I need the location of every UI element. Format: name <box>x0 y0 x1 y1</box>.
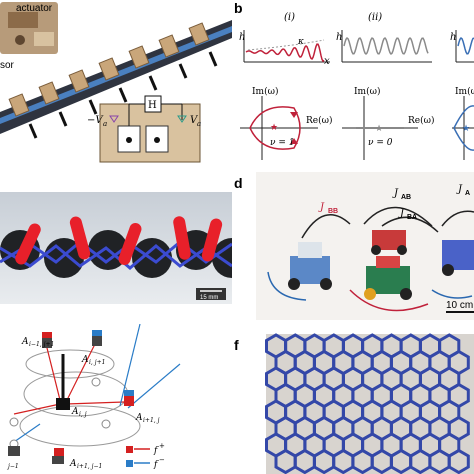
sensor-label: sor <box>0 60 15 71</box>
node-right-label: A <box>135 413 143 423</box>
legend-plus-label: f <box>153 446 159 456</box>
wave-iii <box>457 36 474 55</box>
j-a-sub: A <box>465 190 470 197</box>
legend-plus-swatch <box>126 446 133 453</box>
panel-b-label: b <box>234 0 243 16</box>
circuit-h-label: H <box>148 100 157 111</box>
j-ba-sub: BA <box>407 214 417 221</box>
kappa-label: κ <box>297 37 304 47</box>
panel-d: d J BB J <box>232 172 474 320</box>
node-markers <box>8 330 134 464</box>
node-bottom-sub: i+1, j−1 <box>77 463 102 470</box>
node-center-sub: i, j <box>79 411 87 418</box>
node-top-left-sub: i−1, j+1 <box>29 341 54 348</box>
j-ba-label: J <box>398 208 405 219</box>
panel-c: 15 mm <box>0 192 232 304</box>
h-label-i: h <box>239 32 245 43</box>
arrow-icon <box>290 138 298 144</box>
j-ab-label: J <box>392 188 399 199</box>
arrow-icon <box>290 112 298 118</box>
scale-bar-label: 15 mm <box>200 295 218 301</box>
robot <box>288 242 332 290</box>
j-a-label: J <box>456 184 463 195</box>
red-rotor-links <box>15 216 223 266</box>
j-ab-sub: AB <box>401 194 411 201</box>
legend-minus-swatch <box>126 460 133 467</box>
actuator-chain <box>0 20 232 139</box>
legend-minus-sup: − <box>159 456 165 464</box>
node-top-right-sub: i, j+1 <box>89 359 105 366</box>
star-icon: ★ <box>375 123 383 133</box>
node-bottom-label: A <box>69 459 77 469</box>
panel-a-figure: actuator sor H −V a V a <box>0 0 232 170</box>
re-label-ii: Re(ω) <box>408 115 434 126</box>
legend: f + f − <box>126 442 165 470</box>
h-label-iii: h <box>450 32 456 43</box>
panel-f-label: f <box>234 337 239 353</box>
circuit-inset <box>99 95 201 163</box>
lattice-links <box>0 240 232 270</box>
node-top-right-label: A <box>81 355 89 365</box>
robot <box>364 256 412 300</box>
panel-e: A i−1, j+1 A i, j+1 A i, j A i+1, j A i+… <box>0 324 232 474</box>
panel-e-figure: A i−1, j+1 A i, j+1 A i, j A i+1, j A i+… <box>0 324 232 474</box>
wave-ii <box>343 36 429 56</box>
panel-f: f <box>232 324 474 474</box>
panel-b: b (i) (ii) h x κ h h Im(ω) R <box>232 0 474 170</box>
re-label-i: Re(ω) <box>306 115 332 126</box>
panel-b-figure: b (i) (ii) h x κ h h Im(ω) R <box>232 0 474 170</box>
circuit-right-label: V <box>190 115 199 126</box>
x-label-i: x <box>324 56 330 67</box>
robot <box>371 230 407 255</box>
j-bb-label: J <box>318 202 325 213</box>
actuator-label: actuator <box>16 3 53 14</box>
im-label-iii: Im(ω) <box>455 86 474 97</box>
hex-cell <box>447 448 470 474</box>
im-label-i: Im(ω) <box>252 86 278 97</box>
h-label-ii: h <box>336 32 342 43</box>
panel-d-label: d <box>234 175 243 191</box>
wave-i <box>245 43 325 63</box>
nu-zero-label: ν = 0 <box>368 138 393 148</box>
d-scale-bar-label: 10 cm <box>446 300 473 311</box>
f-plus-links <box>13 341 125 415</box>
legend-minus-label: f <box>153 460 159 470</box>
panel-d-figure: d J BB J <box>232 172 474 320</box>
f-minus-links <box>13 324 181 443</box>
circuit-right-sub: a <box>197 120 201 128</box>
j-bb-sub: BB <box>328 208 338 215</box>
robot <box>442 240 474 276</box>
star-icon: ★ <box>270 122 278 132</box>
node-top-left-label: A <box>21 337 29 347</box>
spectrum-loop-i <box>249 106 301 150</box>
center-node <box>56 398 70 410</box>
circuit-left-sub: a <box>103 120 107 128</box>
node-right-sub: i+1, j <box>143 417 160 424</box>
im-label-ii: Im(ω) <box>354 86 380 97</box>
hex-lattice <box>265 333 470 474</box>
star-icon: ★ <box>462 123 470 133</box>
node-center-label: A <box>71 407 79 417</box>
circuit-left-label: −V <box>87 115 104 126</box>
nu-one-label: ν = 1 <box>270 138 294 148</box>
panel-f-figure: f <box>232 324 474 474</box>
case-i-label: (i) <box>284 12 295 23</box>
panel-a: actuator sor H −V a V a <box>0 0 232 170</box>
case-ii-label: (ii) <box>368 12 382 23</box>
panel-c-figure: 15 mm <box>0 192 232 304</box>
legend-plus-sup: + <box>159 442 165 450</box>
node-bottom-left-sub: j−1 <box>6 463 19 470</box>
